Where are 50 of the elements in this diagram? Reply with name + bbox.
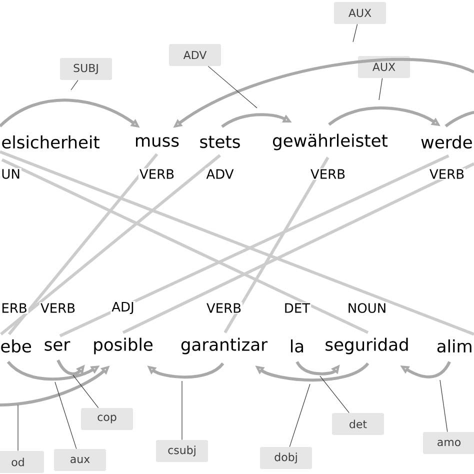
pos-tag: VERB (138, 168, 176, 180)
label-box: amo (423, 432, 474, 454)
label-box: dobj (260, 447, 312, 469)
label-box: ADV (169, 44, 221, 66)
pos-tag: NOUN (346, 302, 388, 314)
pos-tag: VERB (39, 302, 77, 314)
leader-line (352, 24, 358, 42)
label-box: cop (81, 408, 133, 430)
alignment-line (0, 154, 221, 336)
leader-line (289, 384, 310, 448)
word: ser (44, 341, 70, 351)
alignment-line (8, 153, 158, 336)
word: werde (421, 135, 472, 149)
label-box: od (0, 451, 44, 473)
alignment-line (224, 156, 330, 334)
label-box: det (332, 413, 384, 435)
leader-line (440, 380, 448, 432)
pos-tag: UN (0, 168, 22, 180)
word: elsicherheit (2, 135, 100, 149)
word: muss (136, 137, 179, 147)
arc (444, 110, 474, 128)
word: la (291, 339, 304, 353)
alignment-line (122, 162, 474, 334)
leader-line (208, 66, 258, 108)
label-box: AUX (334, 2, 386, 24)
pos-tag: VERB (309, 168, 347, 180)
label-box: aux (54, 449, 106, 471)
word: garantizar (181, 338, 268, 354)
word: seguridad (326, 338, 408, 354)
word: posible (94, 338, 152, 354)
pos-tag: DET (282, 302, 312, 314)
pos-tag: ADJ (110, 300, 136, 316)
pos-tag: VERB (205, 302, 243, 314)
alignment-line (0, 150, 474, 336)
pos-tag: ERB (0, 302, 28, 314)
leader-line (54, 382, 77, 450)
leader-line (70, 80, 78, 90)
word: alim (437, 339, 472, 353)
alignment-line (59, 154, 450, 338)
word: ebe (1, 339, 31, 353)
word: stets (200, 136, 240, 148)
pos-tag: ADV (205, 168, 235, 180)
word: gewährleistet (273, 134, 388, 150)
label-box: csubj (156, 440, 208, 462)
leader-line (320, 376, 350, 414)
label-box: SUBJ (60, 58, 112, 80)
leader-line (72, 374, 99, 408)
leader-line (378, 78, 383, 100)
alignment-line (1, 158, 369, 334)
pos-tag: VERB (428, 168, 466, 180)
